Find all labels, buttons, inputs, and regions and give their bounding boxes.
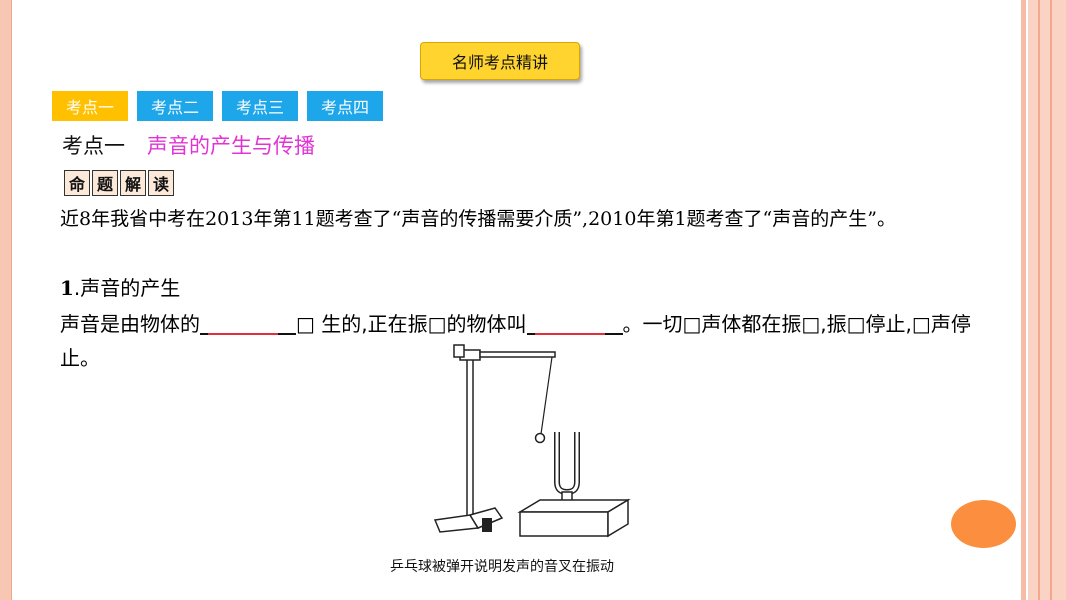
right-stripe <box>1028 0 1038 600</box>
right-stripe <box>1026 0 1028 600</box>
section-number: 1 <box>60 276 74 300</box>
body-part-1: 声音是由物体的 <box>60 312 200 336</box>
badge-char: 读 <box>148 170 174 196</box>
stand-arm <box>479 351 556 358</box>
right-stripe <box>1052 0 1066 600</box>
left-edge-line <box>11 0 12 600</box>
right-stripe <box>1050 0 1052 600</box>
topic-title: 声音的产生与传播 <box>147 134 315 158</box>
resonance-box-front <box>519 511 609 537</box>
stand-pole <box>466 353 474 525</box>
ping-pong-ball <box>534 432 546 444</box>
tab-kaodian-3[interactable]: 考点三 <box>222 91 298 121</box>
resonance-box-side <box>607 498 629 538</box>
intro-paragraph: 近8年我省中考在2013年第11题考查了“声音的传播需要介质”,2010年第1题… <box>60 208 896 230</box>
orange-circle-decoration <box>951 500 1016 548</box>
clamp-knob <box>453 344 465 358</box>
right-stripe <box>1021 0 1026 600</box>
left-decorative-edge <box>0 0 11 600</box>
figure-caption: 乒乓球被弹开说明发声的音叉在振动 <box>390 559 614 575</box>
tuning-fork-prongs <box>554 432 580 496</box>
fill-blank-2[interactable] <box>526 313 623 335</box>
pendulum-string <box>540 356 553 435</box>
badge-char: 解 <box>120 170 146 196</box>
body-part-3: 。一切□声体都在振□,振□停止,□声停止。 <box>60 312 971 370</box>
section-title-box[interactable]: 名师考点精讲 <box>420 42 580 80</box>
fill-blank-1[interactable] <box>200 313 296 335</box>
stand-foot-dark <box>482 518 492 532</box>
right-stripe <box>1040 0 1050 600</box>
body-part-2: □ 生的,正在振□的物体叫 <box>296 312 527 336</box>
section-title: .声音的产生 <box>73 276 181 300</box>
right-stripe <box>1038 0 1040 600</box>
tab-kaodian-4[interactable]: 考点四 <box>307 91 383 121</box>
mingti-jiedu-badge: 命 题 解 读 <box>64 170 174 196</box>
tuning-fork-figure <box>433 344 631 538</box>
section-heading: 1.声音的产生 <box>60 272 180 301</box>
badge-char: 题 <box>92 170 118 196</box>
badge-char: 命 <box>64 170 90 196</box>
topic-heading: 考点一声音的产生与传播 <box>62 130 315 160</box>
topic-number: 考点一 <box>62 134 125 158</box>
body-text: 声音是由物体的 □ 生的,正在振□的物体叫。一切□声体都在振□,振□停止,□声停止… <box>60 307 1010 375</box>
tab-kaodian-1[interactable]: 考点一 <box>52 91 128 121</box>
tab-kaodian-2[interactable]: 考点二 <box>137 91 213 121</box>
